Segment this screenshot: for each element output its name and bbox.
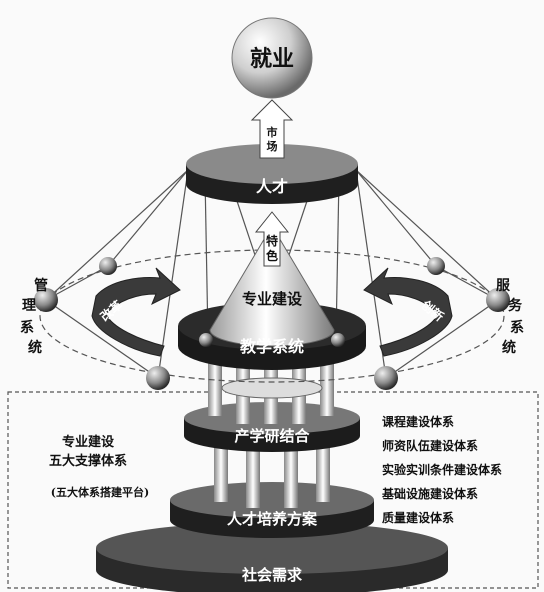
- society-demand-label: 社会需求: [241, 566, 303, 584]
- employment-sphere: [231, 17, 313, 99]
- feature-arrow-label: 特: [266, 233, 278, 248]
- support-title-1: 专业建设: [62, 434, 115, 450]
- industry-research-label: 产学研结合: [234, 427, 310, 445]
- employment-label: 就业: [250, 46, 294, 72]
- market-arrow: [250, 99, 294, 159]
- specialty-cone: [209, 225, 335, 347]
- support-system-list: 课程建设体系 师资队伍建设体系 实验实训条件建设体系 基础设施建设体系 质量建设…: [382, 410, 502, 530]
- market-label-2: 场: [267, 139, 278, 153]
- innovation-arrow: [363, 267, 453, 357]
- management-system-label: 管理系统: [20, 277, 48, 356]
- feature-arrow: [254, 211, 290, 267]
- feature-arrow-label-2: 色: [266, 248, 278, 263]
- list-item: 师资队伍建设体系: [382, 439, 479, 453]
- list-item: 质量建设体系: [382, 511, 455, 525]
- list-item: 实验实训条件建设体系: [382, 463, 503, 477]
- list-item: 基础设施建设体系: [382, 487, 479, 501]
- reform-arrow: [91, 267, 181, 357]
- list-item: 课程建设体系: [382, 415, 455, 429]
- support-title-2: 五大支撑体系: [49, 453, 127, 469]
- upper-pillars: [208, 360, 334, 424]
- society-demand-disk: [96, 522, 448, 592]
- market-label-1: 市: [267, 125, 278, 139]
- talent-label: 人才: [256, 177, 288, 196]
- support-title-3: (五大体系搭建平台): [51, 485, 149, 499]
- training-plan-label: 人才培养方案: [227, 510, 318, 528]
- service-system-label: 服务系统: [496, 278, 524, 356]
- orbit-ring: [39, 249, 505, 383]
- teaching-system-label: 教学系统: [240, 337, 304, 356]
- lower-pillars: [214, 440, 330, 508]
- node-balls: [34, 257, 510, 390]
- cone-label: 专业建设: [242, 290, 302, 308]
- talent-disk: [186, 144, 358, 204]
